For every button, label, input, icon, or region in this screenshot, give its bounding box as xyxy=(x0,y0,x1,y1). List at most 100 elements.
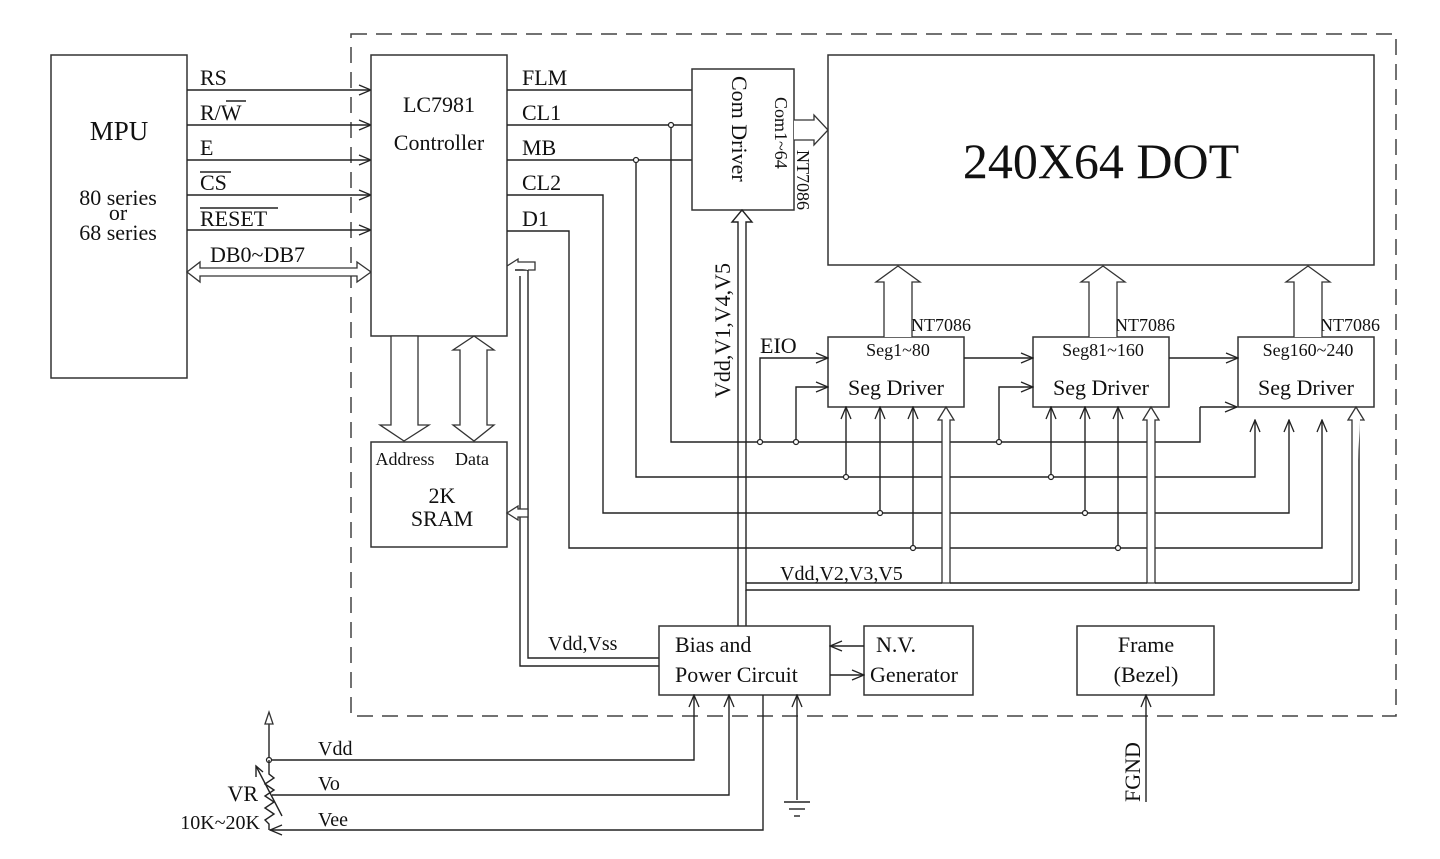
mpu-signals: RS R/W E CS RESET DB0~DB7 xyxy=(185,65,373,284)
seg1-supply-arrow xyxy=(936,405,956,584)
frame-label-2: (Bezel) xyxy=(1114,662,1179,687)
output-flm-label: FLM xyxy=(522,65,567,90)
seg1-output-arrow xyxy=(874,265,922,337)
logic-supply-bus: Vdd,Vss xyxy=(505,257,659,667)
signal-reset-label: RESET xyxy=(200,206,268,231)
eio-label: EIO xyxy=(760,333,797,358)
signal-e-label: E xyxy=(200,135,213,160)
seg3-supply-arrow xyxy=(1346,405,1366,583)
junction-dot xyxy=(632,156,640,164)
output-cl1-label: CL1 xyxy=(522,100,561,125)
signal-cs-label: CS xyxy=(200,170,227,195)
controller-name-label: Controller xyxy=(394,130,485,155)
vee-input-line xyxy=(270,695,764,830)
resistor-adjust-arrow xyxy=(255,765,283,817)
nv-label-1: N.V. xyxy=(876,632,916,657)
controller-sram-buses xyxy=(377,335,497,442)
vdd-input-line xyxy=(269,695,694,761)
output-d1-label: D1 xyxy=(522,206,549,231)
display-panel[interactable]: 240X64 DOT xyxy=(827,54,1375,266)
seg2-chip-label: NT7086 xyxy=(1115,315,1175,335)
com-supply-label: Vdd,V1,V4,V5 xyxy=(710,263,735,398)
com-driver-label: Com Driver xyxy=(727,76,752,182)
output-mb-label: MB xyxy=(522,135,556,160)
seg3-range-label: Seg160~240 xyxy=(1263,340,1354,360)
sram-data-bus-arrow xyxy=(450,335,497,442)
output-cl2-label: CL2 xyxy=(522,170,561,195)
frame-label-1: Frame xyxy=(1118,632,1174,657)
junction-dot xyxy=(1114,544,1122,552)
signal-rw-label: R/W xyxy=(200,100,242,125)
sram-block[interactable]: Address Data 2K SRAM xyxy=(370,441,508,548)
controller-block[interactable]: LC7981 Controller xyxy=(370,54,508,337)
junction-dot xyxy=(876,509,884,517)
sram-name-label: SRAM xyxy=(411,506,473,531)
seg3-chip-label: NT7086 xyxy=(1320,315,1380,335)
seg2-range-label: Seg81~160 xyxy=(1062,340,1144,360)
seg-driver-3[interactable]: Seg160~240 Seg Driver NT7086 xyxy=(1237,315,1380,408)
seg3-output-arrow xyxy=(1284,265,1332,337)
vdd-input-label: Vdd xyxy=(318,738,352,760)
mpu-block[interactable]: MPU 80 series or 68 series xyxy=(50,54,188,379)
seg-supply-label: Vdd,V2,V3,V5 xyxy=(780,563,903,585)
resistor-adjust-arrowhead xyxy=(255,764,264,777)
seg2-supply-arrow xyxy=(1141,405,1161,584)
bias-label-2: Power Circuit xyxy=(675,662,798,687)
mpu-subtitle-1: 80 series xyxy=(79,185,157,210)
seg1-chip-label: NT7086 xyxy=(911,315,971,335)
com-chip-label: NT7086 xyxy=(793,150,813,210)
controller-chip-label: LC7981 xyxy=(403,92,475,117)
logic-supply-label: Vdd,Vss xyxy=(548,633,618,655)
sram-size-label: 2K xyxy=(429,483,456,508)
junction-dot xyxy=(756,438,764,446)
ground-icon xyxy=(784,801,810,817)
seg-driver-inputs: Vdd,V2,V3,V5 xyxy=(746,405,1366,585)
vo-input-label: Vo xyxy=(318,773,340,795)
seg1-range-label: Seg1~80 xyxy=(866,340,930,360)
external-power-inputs: Vdd Vo Vee xyxy=(269,695,810,831)
supply-arrow-icon xyxy=(264,709,274,725)
data-bus-label: DB0~DB7 xyxy=(210,242,305,267)
vee-input-label: Vee xyxy=(318,809,348,831)
seg-driver-2[interactable]: Seg81~160 Seg Driver NT7086 xyxy=(1032,315,1175,408)
seg3-name-label: Seg Driver xyxy=(1258,375,1355,400)
vo-input-line xyxy=(272,695,729,796)
variable-resistor[interactable]: VR 10K~20K xyxy=(180,709,283,834)
junction-dot xyxy=(1047,473,1055,481)
com-supply-bus: Vdd,V1,V4,V5 xyxy=(710,208,1360,640)
cl1-bus xyxy=(670,125,1201,443)
seg2-output-arrow xyxy=(1079,265,1127,337)
vr-value-label: 10K~20K xyxy=(180,812,260,834)
junction-dot xyxy=(792,438,800,446)
module-boundary xyxy=(350,33,1397,717)
cl2-line xyxy=(507,194,1289,514)
address-bus-arrow xyxy=(377,335,432,442)
com-range-label: Com1~64 xyxy=(771,97,791,169)
seg-driver-1[interactable]: Seg1~80 Seg Driver NT7086 xyxy=(827,315,971,408)
nv-generator-block[interactable]: N.V. Generator xyxy=(863,625,974,696)
nv-label-2: Generator xyxy=(870,662,959,687)
com-driver-block[interactable]: Com Driver Com1~64 NT7086 xyxy=(691,68,813,211)
junction-dot xyxy=(995,438,1003,446)
controller-supply-arrow xyxy=(506,257,536,271)
vr-label: VR xyxy=(227,781,258,806)
d1-line xyxy=(507,230,1322,549)
mpu-label: MPU xyxy=(90,116,149,146)
com-output-arrow xyxy=(794,113,829,147)
fgnd-label: FGND xyxy=(1120,742,1145,802)
eio-chain: EIO xyxy=(756,333,1239,446)
bias-power-block[interactable]: Bias and Power Circuit xyxy=(658,625,831,696)
junction-dot xyxy=(1081,509,1089,517)
resistor-icon xyxy=(263,760,276,830)
signal-rs-label: RS xyxy=(200,65,227,90)
seg1-name-label: Seg Driver xyxy=(848,375,945,400)
mpu-subtitle-3: 68 series xyxy=(79,220,157,245)
sram-data-label: Data xyxy=(455,449,489,469)
sram-address-label: Address xyxy=(376,449,435,469)
junction-dot xyxy=(909,544,917,552)
display-label: 240X64 DOT xyxy=(963,133,1239,189)
mpu-subtitle-2: or xyxy=(109,200,128,225)
frame-block[interactable]: Frame (Bezel) xyxy=(1076,625,1215,696)
sram-supply-arrow xyxy=(505,504,529,522)
